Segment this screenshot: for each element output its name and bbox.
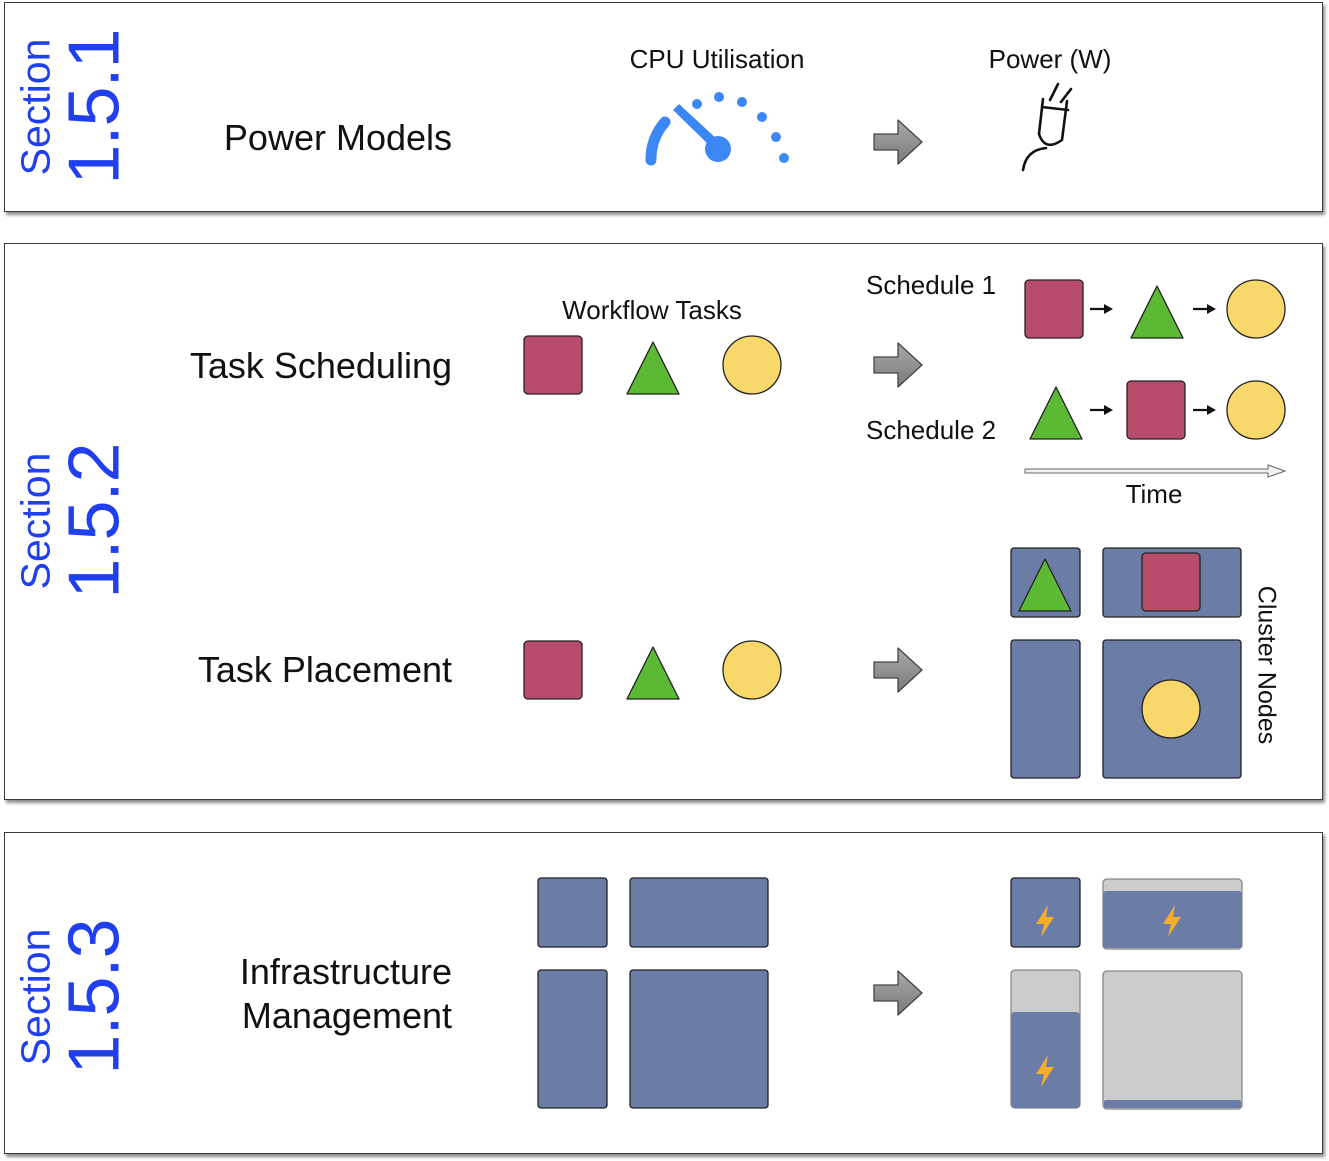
infrastructure-management-title-line1: Infrastructure	[239, 951, 452, 992]
task-circle-icon	[1141, 679, 1201, 739]
schedule-1-sequence	[1024, 279, 1286, 339]
cluster-node	[537, 877, 608, 948]
cluster-node-idle	[1102, 970, 1243, 1110]
task-scheduling-title: Task Scheduling	[189, 345, 452, 386]
workflow-tasks	[523, 335, 782, 395]
speedometer-icon	[645, 92, 789, 166]
small-arrow-icon	[1088, 403, 1115, 417]
task-triangle-icon	[626, 646, 680, 700]
task-circle-icon	[722, 640, 782, 700]
time-axis-arrow	[1024, 464, 1287, 478]
power-models-title: Power Models	[223, 117, 452, 158]
small-arrow-icon	[1191, 302, 1218, 316]
task-square-icon	[523, 640, 583, 700]
task-square-icon	[523, 335, 583, 395]
cluster-node	[1010, 639, 1081, 779]
task-circle-icon	[1226, 380, 1286, 440]
infrastructure-management-title-line2: Management	[241, 995, 452, 1036]
workflow-tasks-label: Workflow Tasks	[562, 295, 742, 325]
arrow-right-icon	[873, 342, 923, 388]
schedule-2-sequence	[1029, 380, 1286, 440]
schedule-2-label: Schedule 2	[866, 415, 997, 445]
small-arrow-icon	[1088, 302, 1115, 316]
infrastructure-nodes-before	[537, 877, 769, 1109]
small-arrow-icon	[1191, 403, 1218, 417]
task-circle-icon	[1226, 279, 1286, 339]
cpu-utilisation-label: CPU Utilisation	[629, 44, 805, 74]
task-circle-icon	[722, 335, 782, 395]
task-triangle-icon	[1029, 386, 1083, 440]
placement-tasks	[523, 640, 782, 700]
power-models-panel	[4, 2, 1323, 212]
cluster-nodes	[1010, 547, 1242, 779]
time-label: Time	[1125, 479, 1183, 509]
cluster-node-usage	[1104, 1100, 1241, 1108]
arrow-right-icon	[873, 119, 923, 165]
task-square-icon	[1126, 380, 1186, 440]
task-placement-title: Task Placement	[197, 649, 452, 690]
schedule-1-label: Schedule 1	[866, 270, 997, 300]
infrastructure-nodes-after	[1010, 877, 1243, 1110]
power-plug-icon	[1021, 82, 1073, 172]
arrow-right-icon	[873, 970, 923, 1016]
power-label: Power (W)	[988, 44, 1112, 74]
task-square-icon	[1024, 279, 1084, 339]
task-square-icon	[1141, 552, 1201, 612]
task-triangle-icon	[626, 341, 680, 395]
task-triangle-icon	[1130, 285, 1184, 339]
cluster-node	[629, 877, 769, 948]
arrow-right-icon	[873, 647, 923, 693]
cluster-node	[537, 969, 608, 1109]
cluster-node	[629, 969, 769, 1109]
